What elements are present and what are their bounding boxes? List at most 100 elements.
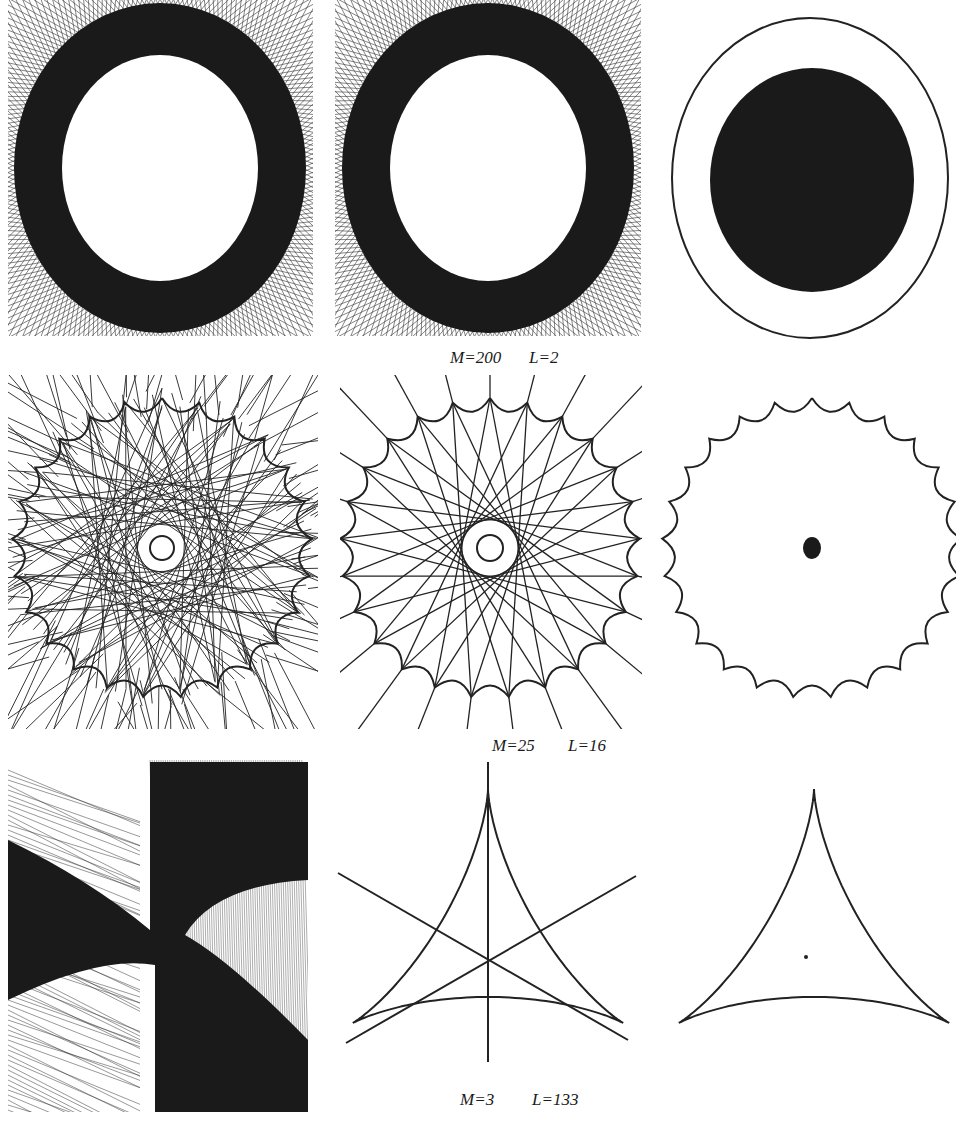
ray-line: [340, 375, 387, 439]
ray-line: [509, 403, 528, 697]
ray-line: [77, 695, 109, 729]
caustic-hole: [477, 535, 503, 561]
ray-line: [8, 1050, 140, 1104]
ray-line: [140, 705, 178, 729]
ray-pattern: [340, 375, 642, 729]
ray-line: [340, 502, 632, 539]
ray-line: [75, 461, 282, 668]
ray-line: [8, 375, 101, 431]
ray-line: [180, 409, 189, 688]
ray-line: [294, 566, 318, 569]
ray-line: [8, 800, 140, 846]
ray-line: [453, 403, 578, 670]
ray-line: [578, 669, 642, 729]
ray-line: [46, 548, 310, 644]
ray-line: [249, 375, 318, 438]
ray-line: [8, 780, 140, 823]
ray-line: [372, 687, 435, 729]
ray-line: [593, 375, 642, 439]
ray-line: [222, 652, 236, 729]
ray-line: [275, 653, 318, 729]
ray-line: [305, 449, 318, 502]
ray-line: [37, 672, 96, 729]
ray-line: [8, 375, 77, 418]
ray-line: [8, 1095, 140, 1112]
ray-line: [8, 1110, 140, 1112]
ray-line: [453, 403, 472, 697]
ray-line: [8, 375, 58, 477]
ray-line: [8, 1040, 140, 1088]
ray-line: [527, 375, 569, 403]
caustic-ring: [342, 3, 634, 333]
ray-line: [8, 1030, 140, 1080]
ray-line: [8, 609, 53, 671]
ray-line: [340, 669, 402, 729]
ray-line: [281, 532, 318, 536]
caustic-ring: [14, 3, 306, 333]
ray-line: [8, 626, 57, 729]
caustic-curve: [12, 398, 311, 697]
ray-line: [8, 375, 77, 455]
ray-line: [8, 1000, 140, 1047]
ray-line: [8, 375, 98, 413]
ray-line: [27, 485, 316, 539]
ray-line: [8, 1065, 140, 1112]
ray-line: [340, 377, 363, 468]
ray-line: [170, 689, 172, 729]
parameter-label: L=133: [530, 1090, 580, 1110]
ray-line: [8, 1085, 140, 1112]
ray-line: [363, 468, 637, 576]
ray-line: [157, 687, 159, 729]
ray-line: [184, 704, 216, 729]
ray-line: [24, 472, 314, 577]
ray-line: [125, 407, 126, 688]
caustic-hole: [390, 55, 586, 281]
ray-line: [164, 687, 218, 729]
ray-line: [315, 449, 318, 517]
ray-line: [32, 375, 66, 437]
ray-line: [471, 417, 562, 697]
ray-line: [8, 790, 140, 837]
ray-line: [509, 697, 530, 729]
parameter-label: L=2: [527, 348, 560, 368]
ray-line: [402, 403, 527, 670]
ray-line: [8, 632, 63, 664]
ray-line: [129, 668, 143, 729]
ray-line: [340, 528, 341, 539]
ray-line: [8, 642, 39, 708]
ray-line: [144, 408, 254, 676]
ray-line: [387, 439, 625, 612]
ray-line: [148, 375, 182, 422]
caustic-curve: [679, 789, 949, 1023]
ray-line: [31, 703, 137, 729]
ray-line: [8, 375, 28, 479]
ray-line: [238, 375, 318, 419]
caustic-curve: [672, 18, 948, 338]
ray-line: [8, 1090, 140, 1112]
ray-line: [301, 465, 318, 549]
ray-line: [137, 375, 183, 400]
ray-line: [126, 375, 158, 406]
ray-line: [8, 1060, 140, 1112]
ray-line: [8, 1100, 140, 1112]
ray-line: [8, 492, 26, 557]
ray-line: [640, 528, 642, 539]
ray-line: [259, 639, 316, 729]
ray-line: [49, 653, 96, 729]
ray-line: [88, 413, 190, 695]
ray-line: [8, 452, 46, 496]
ray-line: [91, 688, 126, 729]
ray-line: [8, 1075, 140, 1112]
ray-line: [8, 573, 23, 675]
ray-line: [418, 417, 606, 644]
ray-line: [8, 775, 140, 822]
ray-pattern: [8, 375, 318, 729]
caustic-hole: [62, 55, 258, 281]
caustic-curve: [679, 789, 949, 1023]
ray-line: [340, 375, 418, 417]
ray-line: [8, 385, 94, 449]
ray-line: [8, 587, 25, 714]
caustic-hole: [150, 536, 174, 560]
ray-line: [284, 593, 318, 654]
